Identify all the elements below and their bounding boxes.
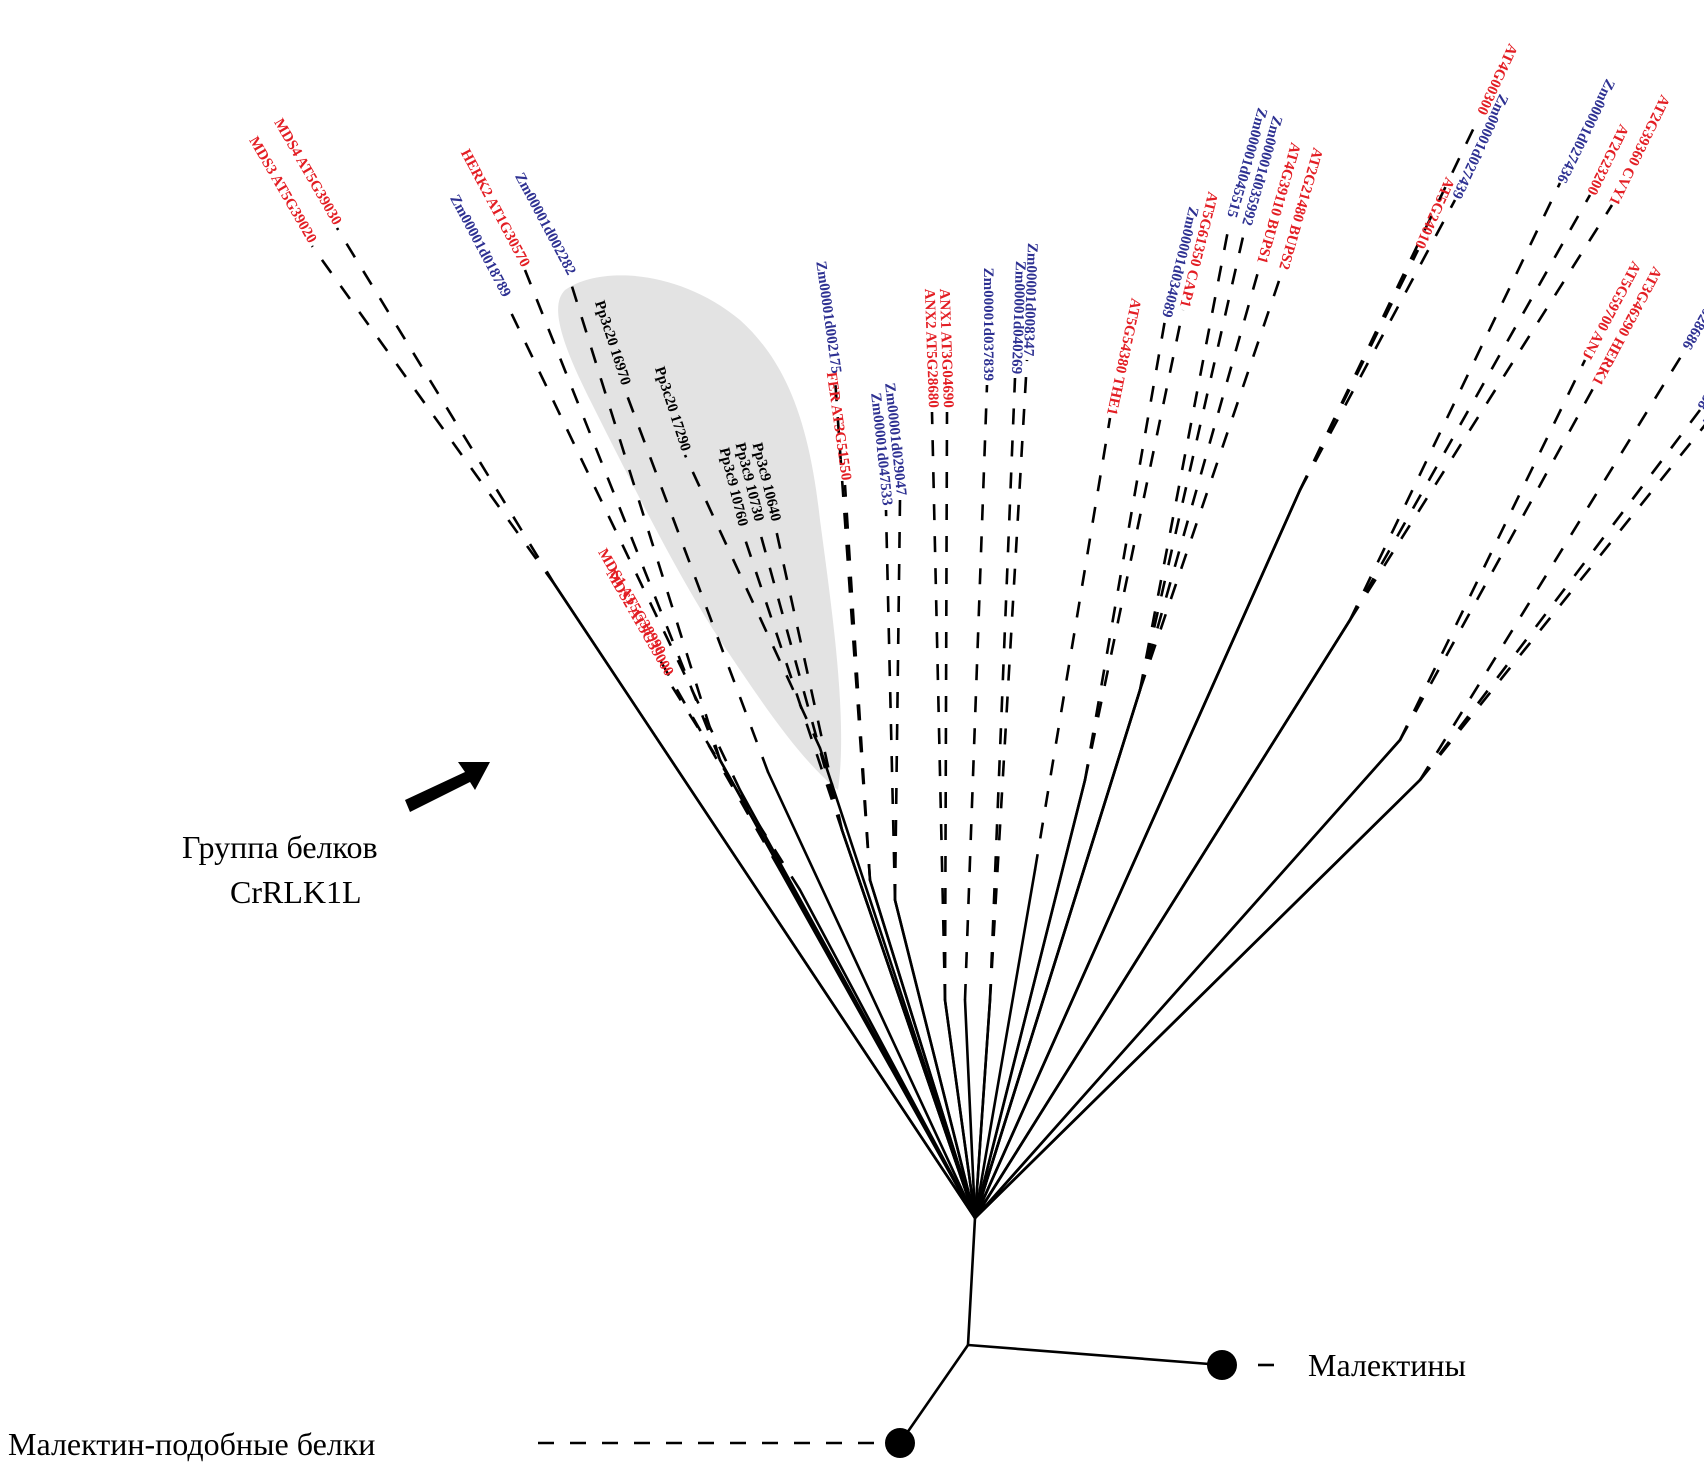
dash-zm037839: [963, 384, 989, 1001]
branch-zm008347: [973, 998, 992, 1220]
leaf-label-zm008347: Zm00001d008347: [1020, 243, 1040, 357]
malectin-like-label: Малектин-подобные белки: [8, 1426, 375, 1462]
dash-anj: [1398, 359, 1587, 741]
backbone-branch: [966, 1216, 977, 1347]
branch-herk1: [973, 738, 1402, 1220]
leaf-label-at5g24010: AT5G24010: [1411, 175, 1457, 251]
dash-pp10760: [740, 529, 844, 831]
branch-pp16970: [766, 770, 977, 1220]
dash-zm029047: [893, 499, 902, 901]
dash-anx2: [930, 411, 947, 1001]
malectins-branch: [966, 1343, 1224, 1367]
dash-zm037544: [1418, 424, 1704, 781]
dash-zm027436: [1348, 182, 1562, 621]
leaf-label-zm028686: Zm00001d028686: [1678, 246, 1704, 353]
branch-zm037839: [963, 998, 977, 1220]
dash-zm045515: [1138, 219, 1232, 691]
dash-herk2: [523, 269, 722, 761]
dash-zm040269: [988, 377, 1017, 1001]
dash-at2g23200: [1348, 194, 1592, 621]
branch-mds1: [778, 868, 977, 1220]
dash-zm034089: [1083, 319, 1167, 781]
dash-at4g00300: [1298, 114, 1482, 491]
dash-bups1: [1138, 264, 1262, 691]
dash-pp16970: [623, 389, 770, 773]
dash-pp10640: [773, 524, 844, 831]
branch-mds2: [798, 888, 977, 1220]
malectin-like-branch: [898, 1343, 970, 1445]
branch-fer: [868, 878, 977, 1220]
leaf-label-anx2: ANX2 AT5G28680: [921, 288, 941, 408]
branch-pp10760: [840, 828, 977, 1220]
malectins-node: [1207, 1350, 1237, 1380]
dash-zm008347: [988, 359, 1029, 1001]
branches-group: [553, 488, 1422, 1220]
group-label-line1: Группа белков: [182, 829, 378, 865]
dash-the1: [1033, 417, 1112, 871]
dash-zm047533: [884, 509, 897, 901]
dash-pp10730: [756, 524, 844, 831]
branch-anx2: [943, 998, 977, 1220]
branch-the1: [973, 868, 1037, 1220]
malectins-label: Малектины: [1308, 1347, 1466, 1383]
dash-fer: [843, 484, 872, 881]
dash-mds3: [310, 245, 557, 586]
dash-zm028686: [1418, 349, 1687, 781]
dash-herk1: [1398, 384, 1597, 741]
leaf-label-the1: AT5G54380 THE1: [1103, 297, 1143, 417]
dash-zm002282: [568, 279, 722, 761]
leaf-label-fer: FER AT3G51550: [823, 371, 854, 481]
dash-mds4: [335, 227, 557, 586]
dash-cvy1: [1348, 204, 1614, 621]
dash-pp17290: [683, 454, 822, 749]
branch-zm047533: [893, 898, 977, 1220]
dash-mds1: [658, 659, 782, 871]
leaf-label-anx1: ANX1 AT3G04690: [936, 288, 956, 408]
branch-cvy1: [973, 618, 1352, 1220]
leaf-label-zm040269: Zm00001d040269: [1008, 261, 1028, 375]
malectin-like-node: [885, 1428, 915, 1458]
dash-zm018789: [503, 299, 742, 791]
branch-bups2: [973, 688, 1142, 1220]
branch-zm027439: [973, 488, 1302, 1220]
leaf-label-zm037839: Zm00001d037839: [980, 268, 996, 381]
dash-zm035992: [1138, 227, 1247, 691]
leaf-label-mds2: MDS2 AT5G39000: [602, 567, 676, 679]
dash-mds2: [666, 679, 802, 891]
group-arrow-icon: [405, 762, 490, 812]
dash-zm027439: [1298, 199, 1457, 491]
dash-bups2: [1138, 271, 1284, 691]
leaf-label-mds3: MDS3 AT5G39020: [245, 134, 319, 246]
moss-highlight-region: [558, 275, 842, 790]
dash-zm002175: [833, 377, 872, 881]
branch-cap1: [973, 778, 1087, 1220]
branch-mds3: [553, 583, 977, 1220]
branch-zm037544: [973, 778, 1422, 1220]
group-label-line2: CrRLK1L: [230, 874, 362, 910]
dashed-extensions-group: [310, 114, 1704, 1001]
dash-zm046838: [1418, 409, 1702, 781]
leaf-label-zm002175: Zm00001d002175: [812, 260, 844, 374]
dash-anx1: [943, 411, 949, 1001]
